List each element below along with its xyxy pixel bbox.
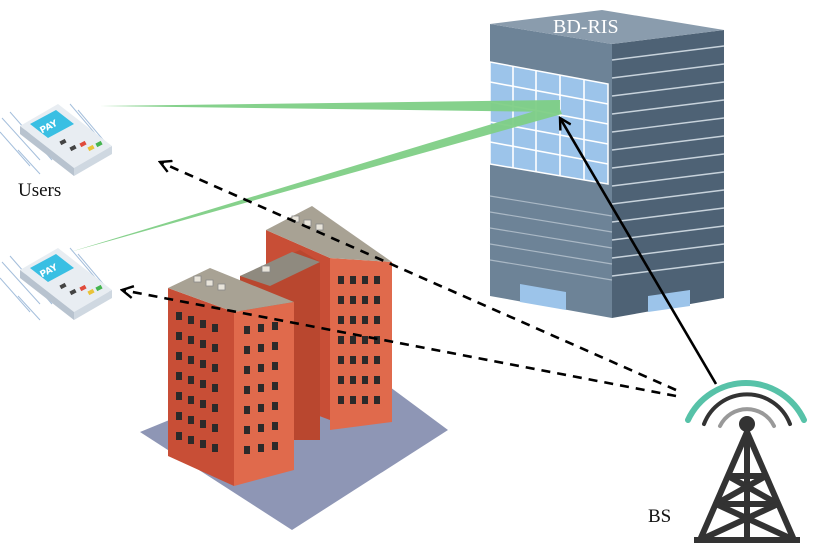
beam-to-user-1: [100, 100, 560, 112]
dashed-link-bs-to-user-1: [160, 162, 677, 392]
bd-ris-building: [489, 10, 725, 318]
signal-waves-icon: [685, 380, 807, 428]
beam-to-user-2: [70, 104, 562, 252]
keypad: [59, 138, 103, 152]
ris-label: BD-RIS: [553, 16, 619, 38]
keypad: [59, 282, 103, 296]
reflected-beams: [70, 100, 562, 252]
link-bs-to-ris: [560, 118, 718, 385]
base-station: [685, 380, 807, 543]
tower-icon: [694, 430, 800, 543]
user-terminal-2: PAY: [0, 247, 112, 321]
users-label: Users: [18, 180, 62, 201]
ris-tower-stripes-right: [611, 45, 725, 277]
dashed-link-bs-to-user-2: [122, 290, 677, 398]
direct-links: [122, 162, 677, 398]
bs-label: BS: [648, 506, 672, 527]
apartment-building: [168, 206, 392, 486]
ris-tower-stripes-left: [489, 195, 613, 281]
user-terminal-1: PAY: [0, 103, 112, 176]
